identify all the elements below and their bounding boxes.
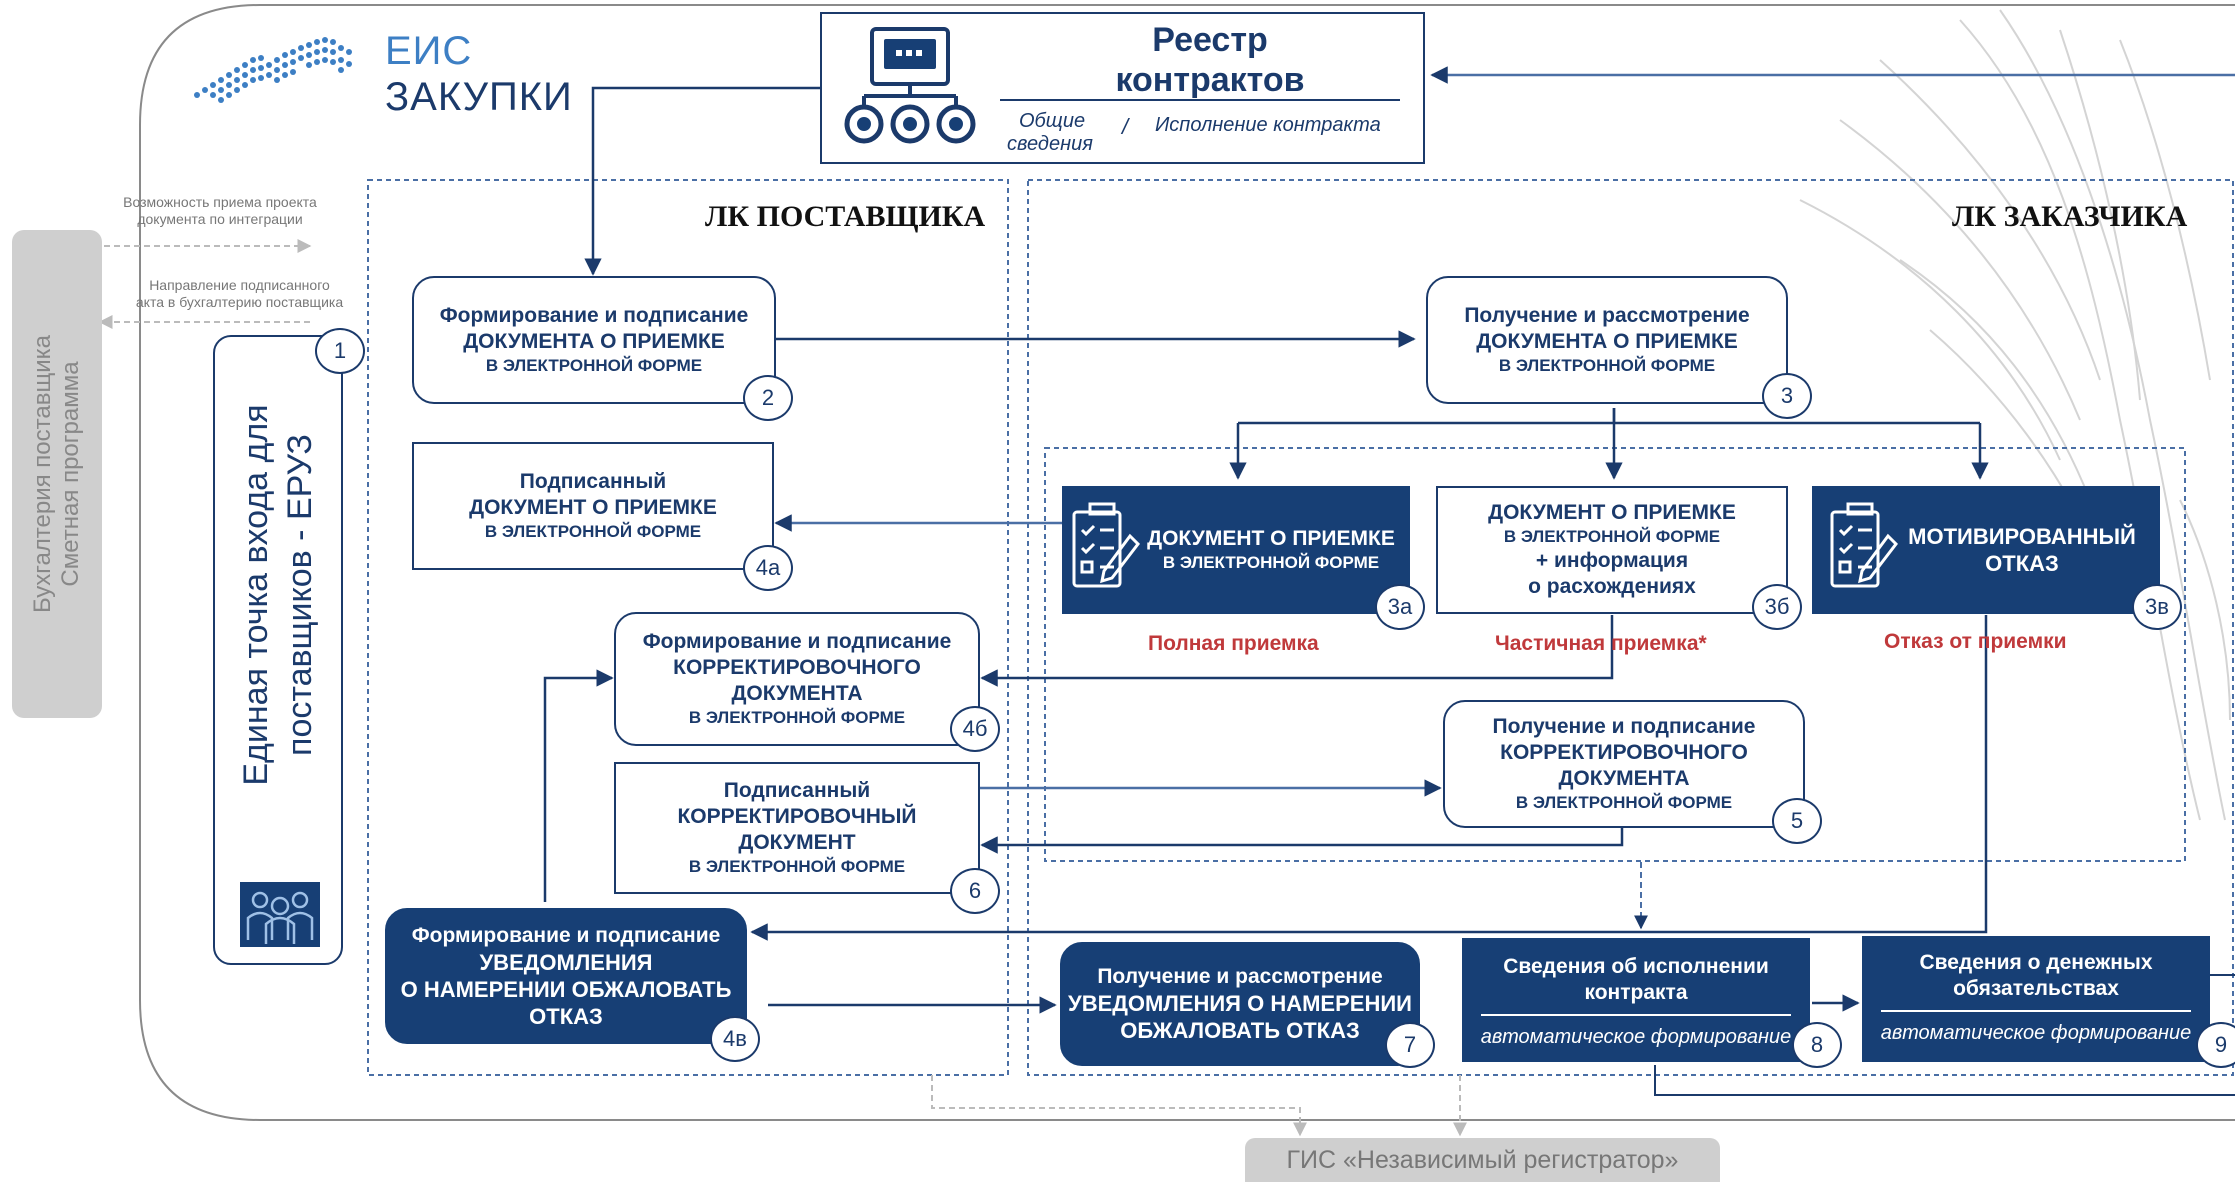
supplier-region-title: ЛК ПОСТАВЩИКА: [705, 200, 986, 233]
box-motivated-refusal[interactable]: МОТИВИРОВАННЫЙ ОТКАЗ: [1812, 486, 2160, 614]
box-form-sign-acceptance[interactable]: Формирование и подписание ДОКУМЕНТА О ПР…: [412, 276, 776, 404]
box-signed-acceptance[interactable]: Подписанный ДОКУМЕНТ О ПРИЕМКЕ В ЭЛЕКТРО…: [412, 442, 774, 570]
step-3a-badge: 3а: [1375, 584, 1425, 630]
registry-box[interactable]: Реестр контрактов Общие сведения / Испол…: [820, 12, 1425, 164]
step-7-badge: 7: [1385, 1022, 1435, 1068]
box-contract-execution-info[interactable]: Сведения об исполнении контракта автомат…: [1462, 938, 1810, 1062]
users-icon: [240, 882, 320, 947]
box-acceptance-doc-partial[interactable]: ДОКУМЕНТ О ПРИЕМКЕ В ЭЛЕКТРОННОЙ ФОРМЕ +…: [1436, 486, 1788, 614]
box-receive-appeal-notice[interactable]: Получение и рассмотрение УВЕДОМЛЕНИЯ О Н…: [1060, 942, 1420, 1066]
outcome-full: Полная приемка: [1148, 632, 1319, 655]
box-receive-sign-correction[interactable]: Получение и подписание КОРРЕКТИРОВОЧНОГО…: [1443, 700, 1805, 828]
entry-point-text: Единая точка входа для поставщиков - ЕРУ…: [237, 404, 319, 786]
logo-line2: ЗАКУПКИ: [385, 75, 573, 119]
emblem-decoration: [1799, 9, 2231, 821]
customer-region-title: ЛК ЗАКАЗЧИКА: [1952, 200, 2188, 233]
step-8-badge: 8: [1792, 1022, 1842, 1068]
accounting-panel[interactable]: Бухгалтерия поставщика Сметная программа: [12, 230, 102, 718]
registry-icon: [844, 27, 976, 144]
registry-tab-execution[interactable]: Исполнение контракта: [1155, 114, 1381, 136]
accounting-note: Направление подписанного акта в бухгалте…: [135, 277, 344, 310]
step-9-badge: 9: [2196, 1022, 2235, 1068]
step-1-badge: 1: [315, 328, 365, 374]
logo-line1: ЕИС: [385, 29, 473, 73]
step-6-badge: 6: [950, 868, 1000, 914]
logo-text: ЕИС ЗАКУПКИ: [385, 28, 573, 120]
document-checklist-icon: [1072, 502, 1140, 588]
registry-title: Реестр контрактов: [1115, 21, 1305, 99]
step-4b-badge: 4б: [950, 706, 1000, 752]
step-3-badge: 3: [1762, 373, 1812, 419]
registry-tab-general[interactable]: Общие сведения: [1007, 110, 1093, 155]
box-form-sign-appeal-notice[interactable]: Формирование и подписание УВЕДОМЛЕНИЯ О …: [385, 908, 747, 1044]
box-monetary-obligations[interactable]: Сведения о денежных обязательствах автом…: [1862, 936, 2210, 1062]
registry-tab-separator: /: [1122, 114, 1129, 139]
step-5-badge: 5: [1772, 798, 1822, 844]
step-3b-badge: 3б: [1752, 584, 1802, 630]
step-4v-badge: 4в: [710, 1016, 760, 1062]
step-2-badge: 2: [743, 375, 793, 421]
accounting-panel-text: Бухгалтерия поставщика Сметная программа: [29, 335, 84, 613]
box-signed-correction[interactable]: Подписанный КОРРЕКТИРОВОЧНЫЙ ДОКУМЕНТ В …: [614, 762, 980, 894]
step-3v-badge: 3в: [2132, 584, 2182, 630]
box-receive-review-acceptance[interactable]: Получение и рассмотрение ДОКУМЕНТА О ПРИ…: [1426, 276, 1788, 404]
outcome-partial: Частичная приемка*: [1495, 632, 1707, 655]
gis-independent-registrar[interactable]: ГИС «Независимый регистратор»: [1245, 1138, 1720, 1182]
entry-point-panel[interactable]: Единая точка входа для поставщиков - ЕРУ…: [213, 335, 343, 965]
document-pen-icon: [1830, 502, 1898, 588]
box-form-sign-correction[interactable]: Формирование и подписание КОРРЕКТИРОВОЧН…: [614, 612, 980, 746]
russia-map-logo: [194, 37, 352, 103]
outcome-refusal: Отказ от приемки: [1884, 630, 2067, 653]
integration-note: Возможность приема проекта документа по …: [123, 194, 317, 227]
step-4a-badge: 4а: [743, 545, 793, 591]
